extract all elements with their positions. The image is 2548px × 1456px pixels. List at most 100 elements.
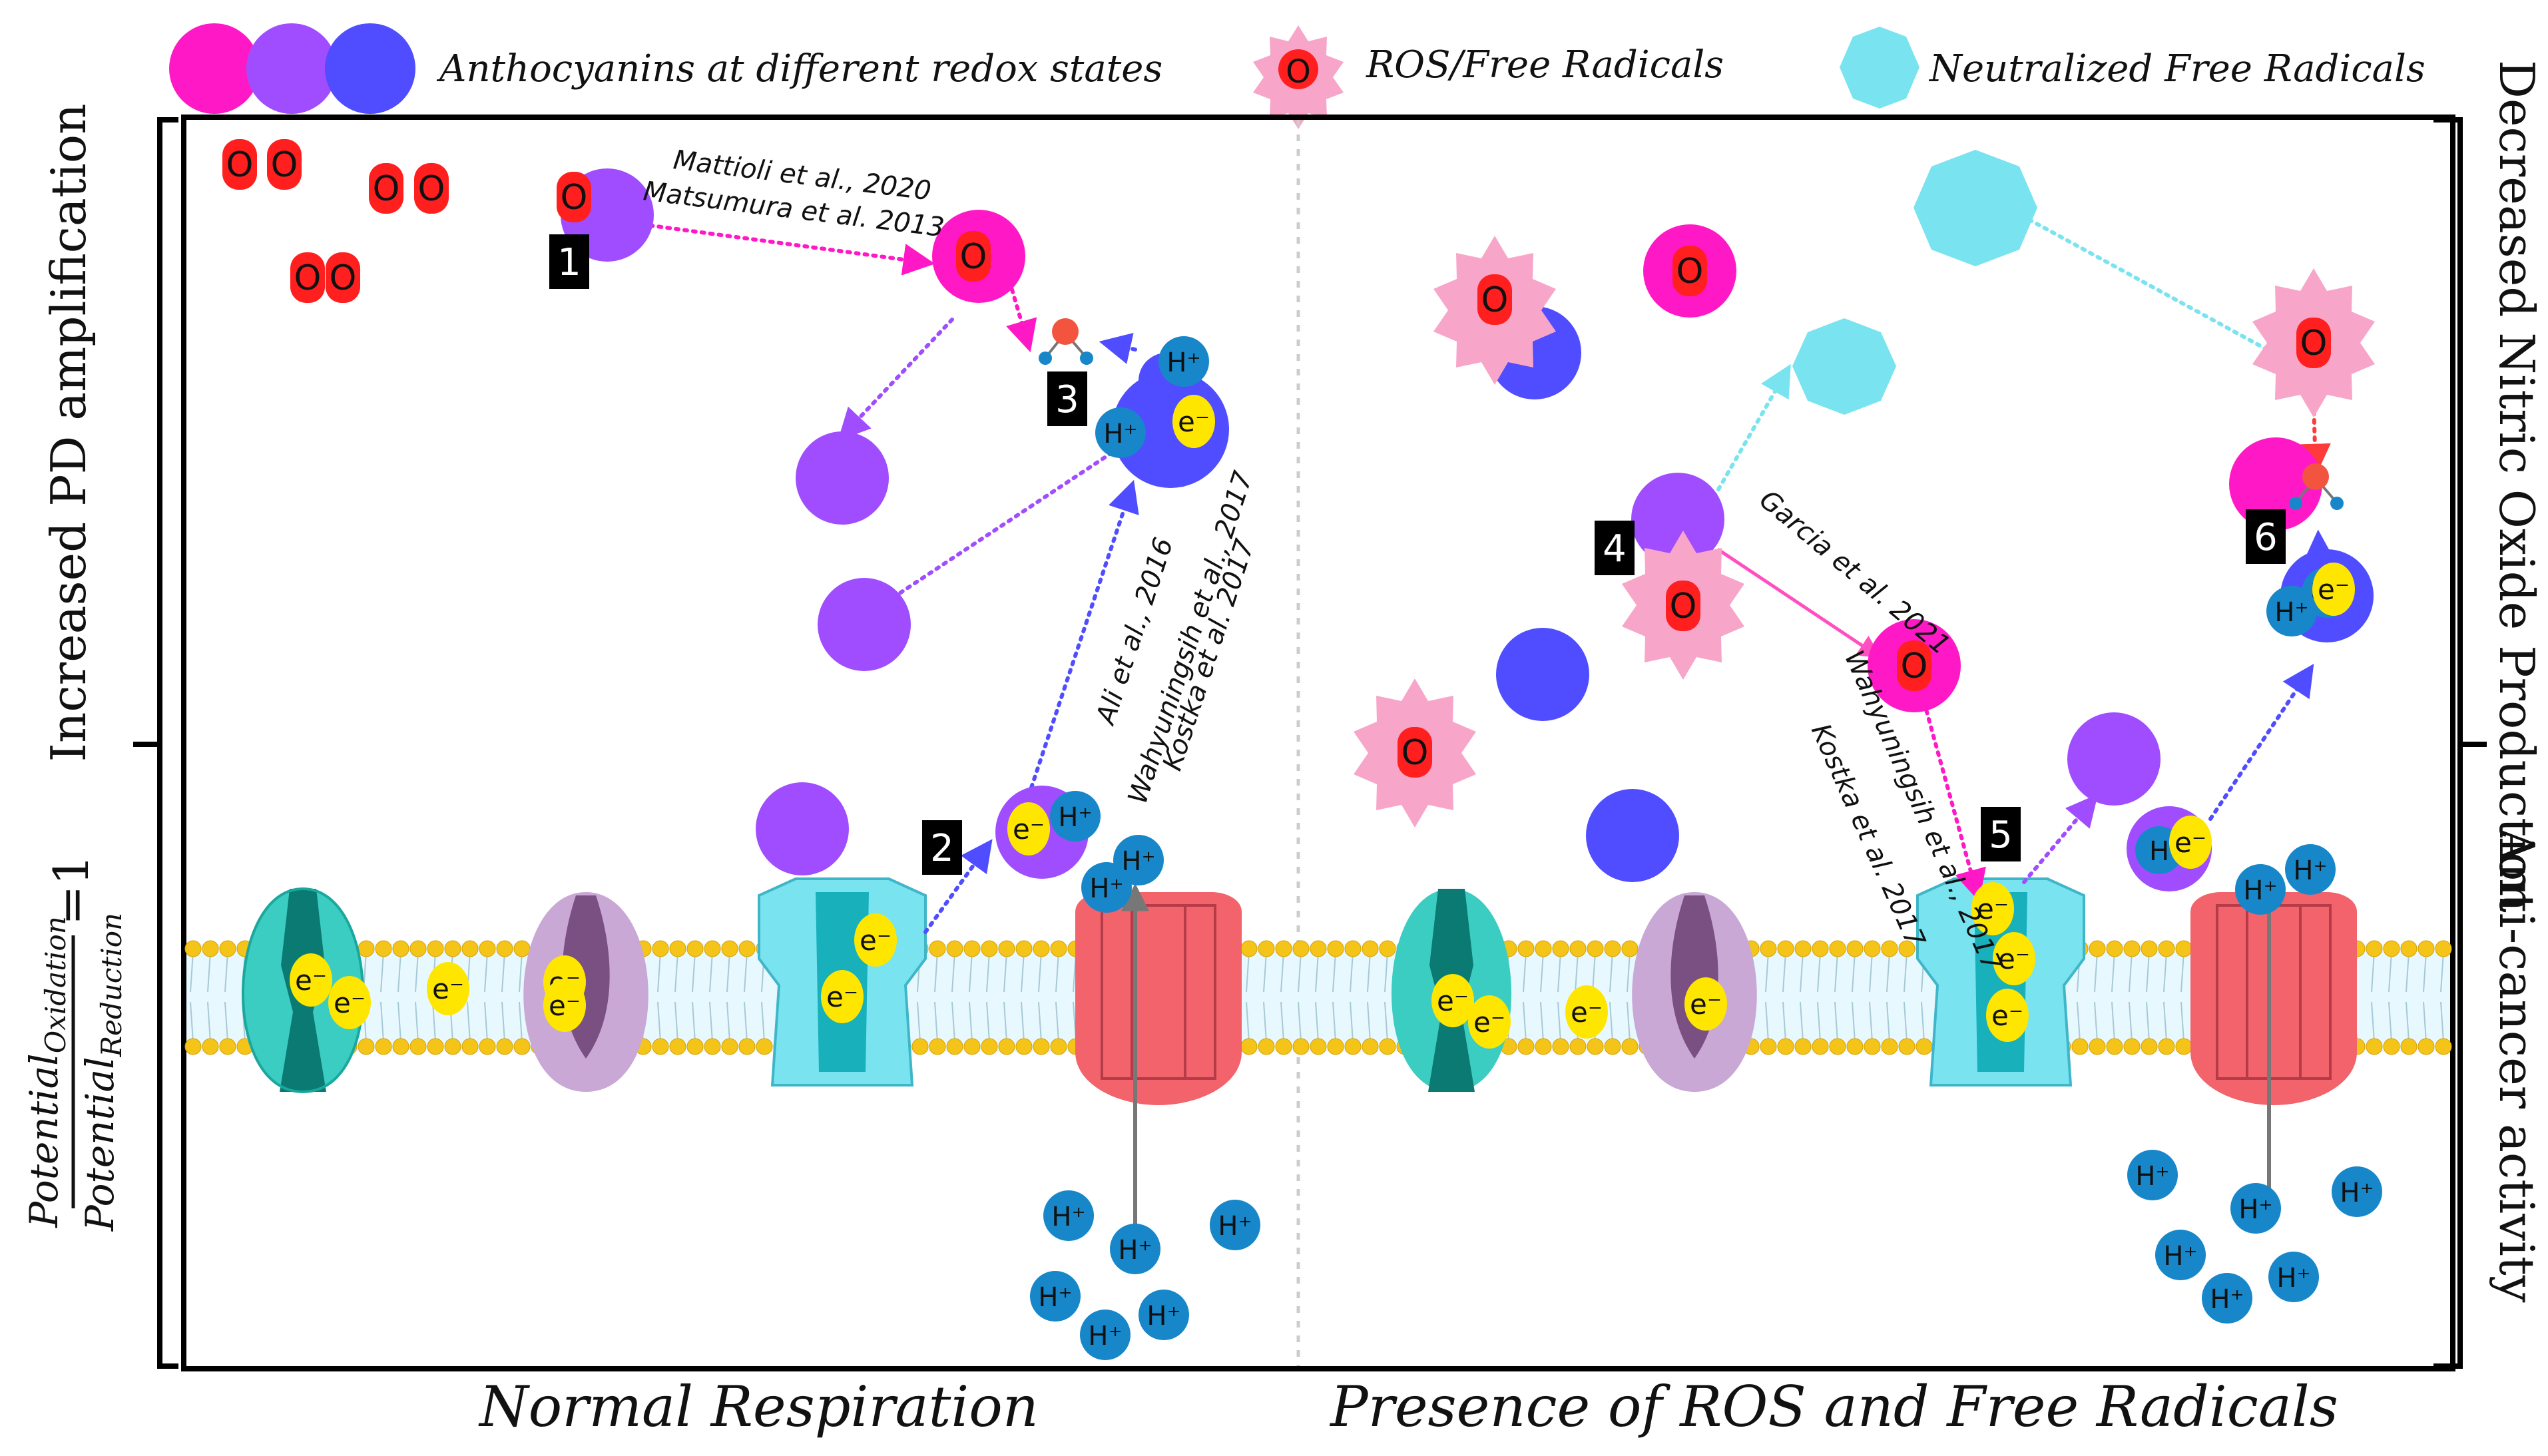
- svg-text:H⁺: H⁺: [2238, 1194, 2272, 1225]
- oxygen-badge: O: [222, 139, 257, 190]
- svg-text:H⁺: H⁺: [2293, 855, 2327, 886]
- legend-ros-symbol: O: [1286, 53, 1311, 91]
- electron-badge: e⁻: [1468, 995, 1511, 1049]
- svg-text:O: O: [561, 178, 588, 218]
- svg-text:e⁻: e⁻: [860, 924, 892, 957]
- svg-text:H⁺: H⁺: [2274, 597, 2308, 628]
- legend-neutralized-label: Neutralized Free Radicals: [1928, 47, 2425, 91]
- svg-text:H⁺: H⁺: [2210, 1284, 2244, 1315]
- svg-text:O: O: [271, 145, 298, 185]
- complex-ii-left: [523, 892, 648, 1092]
- svg-text:H⁺: H⁺: [2276, 1263, 2310, 1294]
- formula-equals: =1: [43, 855, 99, 925]
- legend-neutralized-icon: [1840, 27, 1919, 109]
- proton-badge: H⁺: [2268, 1252, 2319, 1302]
- svg-text:H⁺: H⁺: [1088, 1321, 1122, 1351]
- svg-text:e⁻: e⁻: [2174, 826, 2206, 859]
- step-4: 4: [1603, 527, 1627, 571]
- oxygen-badge: O: [369, 163, 403, 214]
- electron-badge: e⁻: [2169, 816, 2212, 869]
- step-1: 1: [557, 241, 581, 284]
- svg-text:e⁻: e⁻: [2318, 573, 2350, 606]
- oxygen-badge: O: [414, 163, 449, 214]
- electron-badge: e⁻: [1007, 802, 1050, 855]
- diagram-frame: [181, 115, 2455, 1371]
- water-molecule-right: [2289, 463, 2344, 510]
- electron-badge: e⁻: [1971, 882, 2014, 935]
- proton-badges: H⁺H⁺H⁺H⁺H⁺H⁺H⁺H⁺H⁺H⁺H⁺H⁺H⁺H⁺H⁺H⁺H⁺H⁺H⁺H⁺…: [1030, 336, 2382, 1360]
- proton-badge: H⁺: [2155, 1230, 2206, 1280]
- proton-badge: H⁺: [1110, 1224, 1160, 1274]
- electron-badge: e⁻: [1431, 974, 1474, 1027]
- label-decreased-no: Decreased Nitric Oxide Production: [2489, 60, 2545, 912]
- svg-text:e⁻: e⁻: [1178, 405, 1210, 438]
- legend-anthocyanins-label: Anthocyanins at different redox states: [436, 47, 1162, 91]
- proton-badge: H⁺: [2230, 1183, 2281, 1234]
- svg-text:H⁺: H⁺: [1051, 1202, 1085, 1232]
- proton-badge: H⁺: [1050, 791, 1101, 842]
- electron-badge: e⁻: [1565, 985, 1608, 1039]
- legend-ros-icon: O: [1253, 25, 1344, 129]
- electron-badge: e⁻: [2312, 563, 2355, 616]
- svg-text:H⁺: H⁺: [1121, 846, 1155, 877]
- oxygen-badge: O: [2296, 318, 2331, 368]
- electron-badge: e⁻: [854, 913, 897, 967]
- proton-badge: H⁺: [1043, 1190, 1094, 1241]
- proton-badge: H⁺: [1158, 336, 1209, 387]
- label-increased-pd: Increased PD amplification: [41, 104, 97, 762]
- svg-text:H⁺: H⁺: [1058, 802, 1092, 833]
- proton-badge: H⁺: [2332, 1166, 2382, 1217]
- svg-text:PotentialReduction: PotentialReduction: [77, 913, 128, 1232]
- oxygen-badge: O: [956, 231, 991, 282]
- electron-badge: e⁻: [543, 979, 586, 1032]
- svg-text:O: O: [2300, 324, 2328, 364]
- proton-badge: H⁺: [2266, 586, 2317, 636]
- svg-text:O: O: [1401, 733, 1429, 773]
- svg-text:O: O: [1676, 252, 1704, 292]
- proton-badge: H⁺: [2202, 1273, 2252, 1324]
- proton-badge: H⁺: [1081, 862, 1132, 913]
- oxygen-badge: O: [1897, 640, 1931, 691]
- svg-text:H⁺: H⁺: [1089, 873, 1123, 904]
- svg-text:O: O: [418, 169, 445, 209]
- proton-badge: H⁺: [1095, 407, 1146, 458]
- left-bracket: [157, 117, 178, 1369]
- electron-badge: e⁻: [821, 970, 864, 1023]
- svg-text:O: O: [1481, 280, 1509, 320]
- electron-badge: e⁻: [1172, 395, 1215, 448]
- svg-text:H⁺: H⁺: [2135, 1161, 2169, 1192]
- oxygen-badge: O: [326, 252, 360, 303]
- svg-text:O: O: [373, 169, 400, 209]
- svg-text:H⁺: H⁺: [2163, 1241, 2197, 1272]
- oxygen-badge: O: [267, 139, 302, 190]
- proton-badge: H⁺: [2285, 844, 2336, 895]
- step-2: 2: [930, 827, 954, 870]
- step-6: 6: [2254, 516, 2278, 559]
- proton-badge: H⁺: [1080, 1310, 1131, 1360]
- proton-badge: H⁺: [1030, 1271, 1081, 1322]
- oxygen-badge: O: [290, 252, 325, 303]
- svg-text:H⁺: H⁺: [1218, 1211, 1252, 1242]
- svg-text:e⁻: e⁻: [1998, 943, 2030, 975]
- citation-garcia: Garcia et al. 2021: [1754, 484, 1956, 660]
- svg-text:H⁺: H⁺: [1166, 348, 1200, 378]
- electron-badge: e⁻: [328, 976, 371, 1029]
- label-anti-cancer: Anti-cancer activity: [2489, 827, 2545, 1302]
- legend-anthocyanin-purple: [246, 23, 337, 114]
- panel-title-normal-respiration: Normal Respiration: [478, 1374, 1039, 1439]
- electron-badge: e⁻: [290, 953, 332, 1007]
- proton-badge: H⁺: [2235, 864, 2286, 915]
- svg-text:PotentialOxidation: PotentialOxidation: [21, 916, 72, 1228]
- svg-text:e⁻: e⁻: [1571, 996, 1603, 1029]
- svg-text:O: O: [1670, 587, 1697, 626]
- svg-text:O: O: [294, 258, 322, 298]
- svg-text:H⁺: H⁺: [1118, 1235, 1152, 1266]
- legend-ros-label: ROS/Free Radicals: [1366, 43, 1724, 87]
- oxygen-badge: O: [1666, 581, 1700, 631]
- step-5: 5: [1989, 814, 2013, 857]
- svg-text:H⁺: H⁺: [2340, 1178, 2374, 1208]
- electron-badge: e⁻: [1684, 977, 1727, 1031]
- step-3: 3: [1055, 378, 1079, 421]
